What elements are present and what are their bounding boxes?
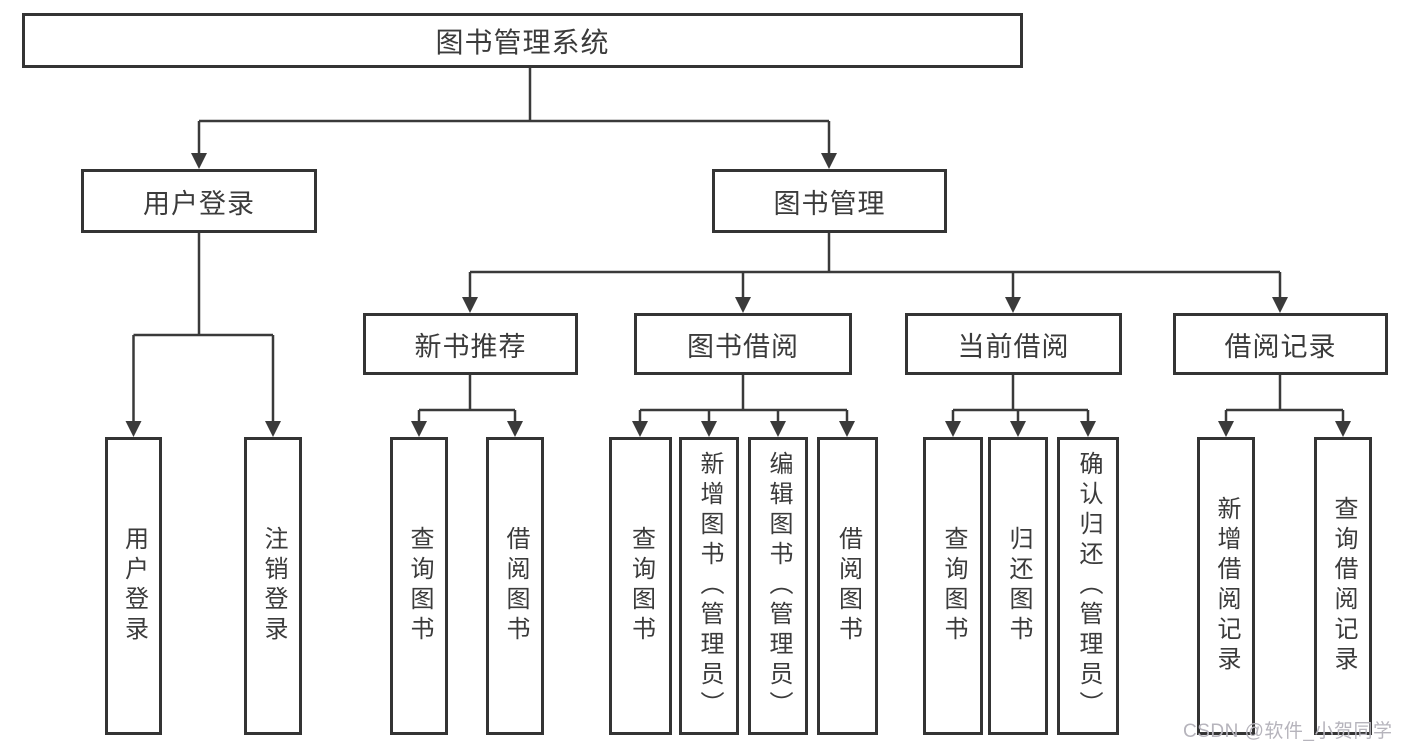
node-label: 新增借阅记录	[1213, 496, 1240, 676]
node-label: 注销登录	[260, 526, 287, 646]
node-label: 图书管理	[773, 188, 886, 219]
leaf-add-book-admin: 新增图书（管理员）	[679, 437, 739, 735]
leaf-confirm-return-admin: 确认归还（管理员）	[1057, 437, 1119, 735]
node-label: 编辑图书（管理员）	[765, 451, 792, 721]
node-label: 借阅图书	[834, 526, 862, 646]
node-label: 当前借阅	[957, 331, 1070, 362]
node-label: 图书管理系统	[435, 26, 610, 58]
csdn-watermark: CSDN @软件_小贺同学	[1183, 721, 1393, 742]
node-borrowing-records: 借阅记录	[1173, 313, 1388, 375]
leaf-user-login: 用户登录	[105, 437, 162, 735]
leaf-borrow-books-borrowing: 借阅图书	[817, 437, 878, 735]
node-library-management-system: 图书管理系统	[22, 13, 1023, 68]
node-label: 归还图书	[1005, 526, 1032, 646]
node-label: 新增图书（管理员）	[696, 451, 723, 721]
node-label: 查询图书	[940, 526, 967, 646]
leaf-edit-book-admin: 编辑图书（管理员）	[748, 437, 808, 735]
node-new-book-recommendation: 新书推荐	[363, 313, 578, 375]
node-book-borrowing: 图书借阅	[634, 313, 852, 375]
node-label: 借阅图书	[502, 526, 529, 646]
node-label: 用户登录	[143, 188, 255, 219]
leaf-borrow-books-recommend: 借阅图书	[486, 437, 544, 735]
node-label: 借阅记录	[1224, 331, 1337, 362]
leaf-query-books-current: 查询图书	[923, 437, 983, 735]
node-user-login: 用户登录	[81, 169, 317, 233]
node-label: 查询图书	[627, 526, 655, 646]
node-label: 用户登录	[120, 526, 148, 646]
node-label: 图书借阅	[687, 331, 799, 362]
leaf-logout-login: 注销登录	[244, 437, 302, 735]
arrowheads	[125, 153, 1351, 437]
node-label: 新书推荐	[414, 331, 527, 362]
leaf-return-book: 归还图书	[988, 437, 1048, 735]
leaf-add-borrow-record: 新增借阅记录	[1197, 437, 1255, 735]
node-current-borrowing: 当前借阅	[905, 313, 1122, 375]
node-label: 确认归还（管理员）	[1075, 451, 1102, 721]
leaf-query-books-borrowing: 查询图书	[609, 437, 672, 735]
leaf-query-borrow-record: 查询借阅记录	[1314, 437, 1372, 735]
node-label: 查询借阅记录	[1330, 496, 1357, 676]
node-book-management: 图书管理	[712, 169, 947, 233]
leaf-query-books-recommend: 查询图书	[390, 437, 448, 735]
node-label: 查询图书	[406, 526, 433, 646]
